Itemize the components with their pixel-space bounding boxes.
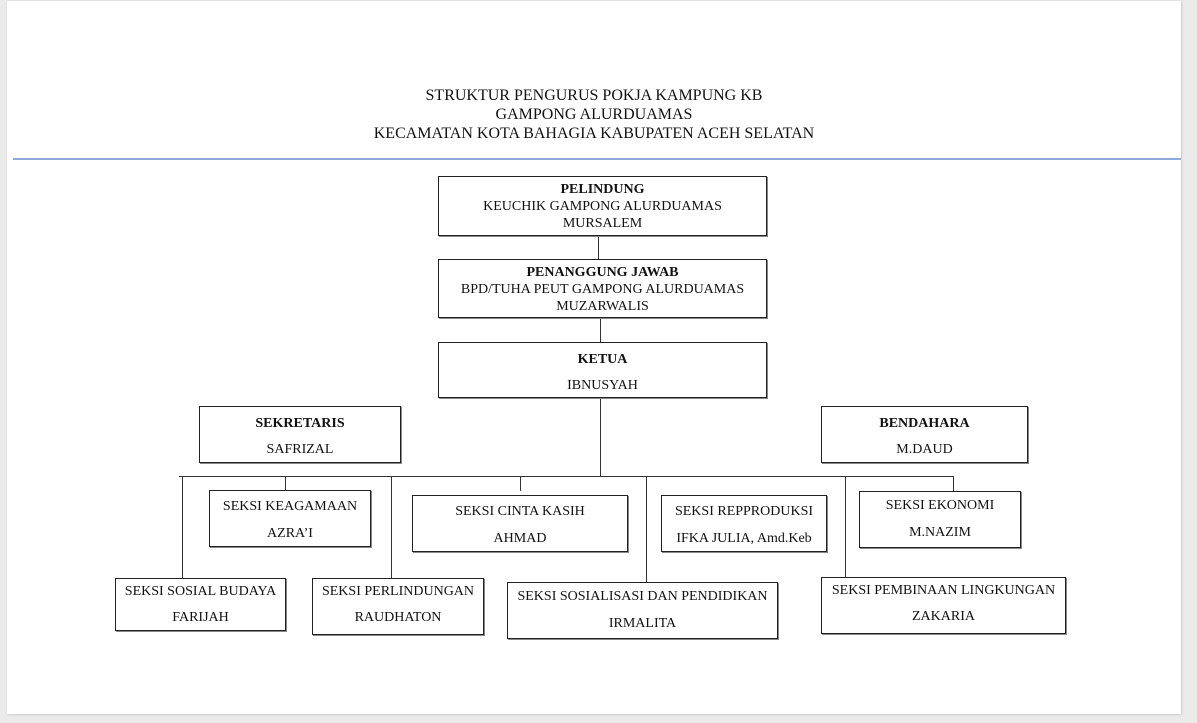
role-label: PELINDUNG bbox=[560, 182, 645, 197]
connector-sosial-budaya bbox=[182, 476, 183, 578]
person-name: IBNUSYAH bbox=[567, 378, 638, 393]
role-label: SEKSI REPPRODUKSI bbox=[674, 504, 814, 519]
role-label: SEKRETARIS bbox=[255, 416, 345, 431]
box-seksi-perlindungan: SEKSI PERLINDUNGAN RAUDHATON bbox=[312, 578, 484, 635]
person-name: FARIJAH bbox=[172, 610, 229, 625]
role-label: SEKSI CINTA KASIH bbox=[455, 504, 585, 519]
role-label: BENDAHARA bbox=[879, 416, 970, 431]
connector-ketua-bus bbox=[600, 397, 601, 477]
role-label: SEKSI KEAGAMAAN bbox=[222, 499, 358, 514]
box-bendahara: BENDAHARA M.DAUD bbox=[821, 406, 1028, 463]
box-penanggung-jawab: PENANGGUNG JAWAB BPD/TUHA PEUT GAMPONG A… bbox=[438, 259, 767, 318]
person-name: AZRA’I bbox=[267, 526, 313, 541]
person-name: AHMAD bbox=[493, 531, 547, 546]
box-seksi-sosialisasi-pendidikan: SEKSI SOSIALISASI DAN PENDIDIKAN IRMALIT… bbox=[507, 582, 778, 639]
role-label: SEKSI EKONOMI bbox=[885, 498, 995, 513]
position-label: KEUCHIK GAMPONG ALURDUAMAS bbox=[483, 199, 722, 214]
connector-keagamaan bbox=[285, 476, 286, 490]
role-label: SEKSI PEMBINAAN LINGKUNGAN bbox=[831, 583, 1056, 598]
position-label: BPD/TUHA PEUT GAMPONG ALURDUAMAS bbox=[460, 282, 745, 297]
box-seksi-keagamaan: SEKSI KEAGAMAAN AZRA’I bbox=[209, 490, 371, 547]
role-label: PENANGGUNG JAWAB bbox=[526, 265, 679, 280]
person-name: M.NAZIM bbox=[909, 525, 971, 540]
box-seksi-repproduksi: SEKSI REPPRODUKSI IFKA JULIA, Amd.Keb bbox=[661, 495, 827, 552]
person-name: RAUDHATON bbox=[354, 610, 442, 625]
title-line-2: GAMPONG ALURDUAMAS bbox=[495, 106, 693, 123]
title-line-3: KECAMATAN KOTA BAHAGIA KABUPATEN ACEH SE… bbox=[373, 125, 815, 142]
box-seksi-sosial-budaya: SEKSI SOSIAL BUDAYA FARIJAH bbox=[115, 578, 286, 631]
person-name: M.DAUD bbox=[896, 442, 953, 457]
role-label: SEKSI SOSIALISASI DAN PENDIDIKAN bbox=[517, 589, 768, 604]
person-name: IFKA JULIA, Amd.Keb bbox=[676, 531, 812, 546]
person-name: IRMALITA bbox=[608, 616, 677, 631]
box-seksi-cinta-kasih: SEKSI CINTA KASIH AHMAD bbox=[412, 495, 628, 552]
box-ketua: KETUA IBNUSYAH bbox=[438, 342, 767, 398]
role-label: KETUA bbox=[577, 352, 628, 367]
box-sekretaris: SEKRETARIS SAFRIZAL bbox=[199, 406, 401, 463]
connector-bus bbox=[179, 476, 954, 477]
connector-cinta-kasih bbox=[520, 476, 521, 491]
connector-sosialisasi bbox=[646, 476, 647, 582]
person-name: MURSALEM bbox=[562, 216, 643, 231]
document-title: STRUKTUR PENGURUS POKJA KAMPUNG KB GAMPO… bbox=[0, 86, 1188, 143]
connector-ekonomi bbox=[953, 476, 954, 491]
box-pelindung: PELINDUNG KEUCHIK GAMPONG ALURDUAMAS MUR… bbox=[438, 176, 767, 236]
role-label: SEKSI PERLINDUNGAN bbox=[321, 584, 475, 599]
box-seksi-pembinaan-lingkungan: SEKSI PEMBINAAN LINGKUNGAN ZAKARIA bbox=[821, 577, 1066, 634]
box-seksi-ekonomi: SEKSI EKONOMI M.NAZIM bbox=[859, 491, 1021, 548]
header-rule bbox=[13, 158, 1181, 160]
title-line-1: STRUKTUR PENGURUS POKJA KAMPUNG KB bbox=[425, 87, 763, 104]
person-name: ZAKARIA bbox=[912, 609, 975, 624]
person-name: SAFRIZAL bbox=[266, 442, 334, 457]
connector-pj-ketua bbox=[600, 317, 601, 343]
connector-pelindung-pj bbox=[598, 235, 599, 260]
connector-perlindungan bbox=[391, 476, 392, 578]
role-label: SEKSI SOSIAL BUDAYA bbox=[124, 584, 277, 599]
connector-pembinaan bbox=[845, 476, 846, 577]
person-name: MUZARWALIS bbox=[556, 299, 649, 314]
